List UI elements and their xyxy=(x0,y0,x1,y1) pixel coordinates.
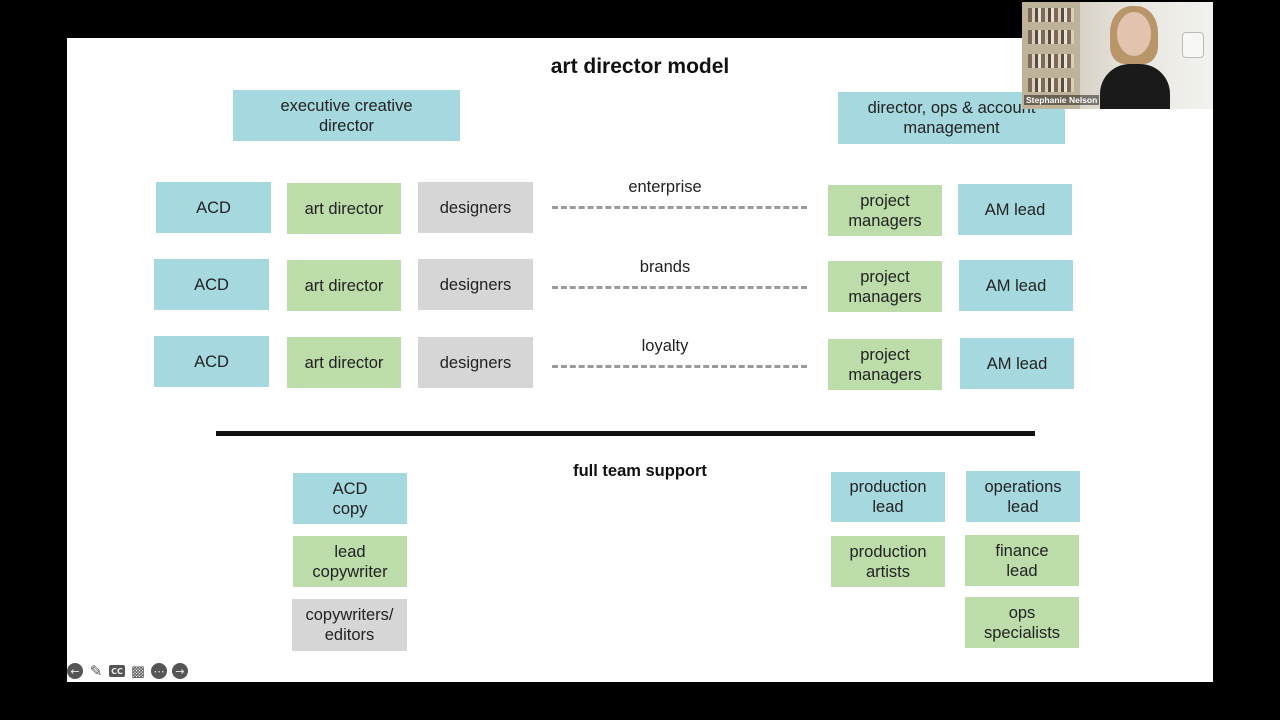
copywriters-editors-box: copywriters/ editors xyxy=(292,599,407,651)
designers-box: designers xyxy=(418,259,533,310)
section-divider xyxy=(216,431,1035,436)
am-lead-box: AM lead xyxy=(960,338,1074,389)
acd-box: ACD xyxy=(154,259,269,310)
more-icon[interactable]: ⋯ xyxy=(151,663,167,679)
art-director-box: art director xyxy=(287,260,401,311)
cc-icon[interactable]: CC xyxy=(109,665,125,677)
acd-box: ACD xyxy=(156,182,271,233)
acd-copy-box: ACD copy xyxy=(293,473,407,524)
participant-name: Stephanie Nelson xyxy=(1024,95,1100,105)
lamp xyxy=(1182,32,1204,58)
dashed-connector xyxy=(552,206,807,209)
operations-lead-box: operations lead xyxy=(966,471,1080,522)
lead-copywriter-box: lead copywriter xyxy=(293,536,407,587)
am-lead-box: AM lead xyxy=(958,184,1072,235)
project-managers-box: project managers xyxy=(828,339,942,390)
production-artists-box: production artists xyxy=(831,536,945,587)
project-managers-box: project managers xyxy=(828,261,942,312)
arrow-left-icon[interactable]: ← xyxy=(67,663,83,679)
arrow-right-icon[interactable]: → xyxy=(172,663,188,679)
participant-video[interactable]: Stephanie Nelson xyxy=(1022,2,1213,109)
pen-icon[interactable]: ✎ xyxy=(89,662,103,680)
am-lead-box: AM lead xyxy=(959,260,1073,311)
ops-specialists-box: ops specialists xyxy=(965,597,1079,648)
designers-box: designers xyxy=(418,337,533,388)
dashed-connector xyxy=(552,286,807,289)
art-director-box: art director xyxy=(287,337,401,388)
participant-face xyxy=(1117,12,1151,56)
dashed-connector xyxy=(552,365,807,368)
acd-box: ACD xyxy=(154,336,269,387)
designers-box: designers xyxy=(418,182,533,233)
row-label-brands: brands xyxy=(639,258,691,276)
slide-title: art director model xyxy=(550,55,730,78)
participant-body xyxy=(1100,64,1170,109)
finance-lead-box: finance lead xyxy=(965,535,1079,586)
executive-creative-director-box: executive creative director xyxy=(233,90,460,141)
presentation-toolbar: ← ✎ CC ▩ ⋯ → xyxy=(67,662,188,680)
support-title: full team support xyxy=(573,462,707,480)
project-managers-box: project managers xyxy=(828,185,942,236)
production-lead-box: production lead xyxy=(831,472,945,522)
bookshelf xyxy=(1022,2,1080,109)
video-icon[interactable]: ▩ xyxy=(130,662,146,680)
row-label-enterprise: enterprise xyxy=(628,178,702,196)
art-director-box: art director xyxy=(287,183,401,234)
presentation-slide: art director model executive creative di… xyxy=(67,38,1213,682)
row-label-loyalty: loyalty xyxy=(641,337,689,355)
